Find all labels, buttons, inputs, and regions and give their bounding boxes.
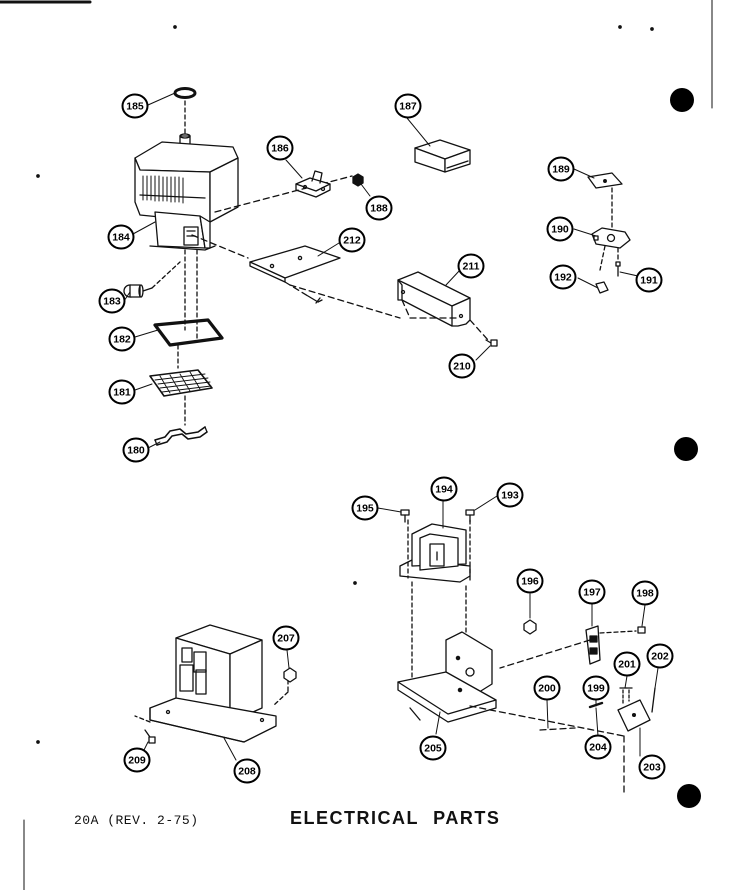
- callout-label: 182: [113, 334, 131, 346]
- callout-208: 208: [233, 758, 261, 784]
- callout-192: 192: [549, 264, 577, 290]
- callout-label: 180: [127, 445, 145, 457]
- callout-196: 196: [516, 568, 544, 594]
- callout-label: 194: [435, 484, 453, 496]
- callout-label: 196: [521, 576, 539, 588]
- callout-190: 190: [546, 216, 574, 242]
- switch-assembly: [587, 172, 631, 294]
- magnetron-assembly: [134, 87, 353, 341]
- callout-182: 182: [108, 326, 136, 352]
- callout-205: 205: [419, 735, 447, 761]
- transformer-assembly: [134, 624, 297, 744]
- callout-label: 191: [640, 275, 658, 287]
- screw-210: [485, 339, 498, 347]
- nut: [352, 173, 364, 187]
- callout-194: 194: [430, 476, 458, 502]
- callout-211: 211: [457, 253, 485, 279]
- callout-label: 187: [399, 101, 417, 113]
- callouts: 180 181 182 183 184 185 186 187 188 189 190 191 192 1…: [98, 93, 674, 784]
- bracket-clip: [154, 426, 208, 446]
- magnetron-side: [209, 157, 239, 223]
- cover-plate: [249, 245, 401, 319]
- mesh-filter: [149, 369, 213, 426]
- callout-label: 193: [501, 490, 519, 502]
- callout-label: 207: [277, 633, 295, 645]
- cover-bracket: [414, 139, 471, 173]
- callout-label: 188: [370, 203, 388, 215]
- scan-artifacts: [0, 0, 713, 890]
- callout-200: 200: [533, 675, 561, 701]
- callout-label: 181: [113, 387, 131, 399]
- callout-207: 207: [272, 625, 300, 651]
- callout-label: 201: [618, 659, 636, 671]
- callout-189: 189: [547, 156, 575, 182]
- callout-212: 212: [338, 227, 366, 253]
- leader-lines: [123, 92, 659, 761]
- thermal-cutout-part: [123, 261, 181, 298]
- switch-bracket: [295, 170, 331, 198]
- callout-label: 195: [356, 503, 374, 515]
- callout-180: 180: [122, 437, 150, 463]
- callout-199: 199: [582, 675, 610, 701]
- callout-198: 198: [631, 580, 659, 606]
- callout-195: 195: [351, 495, 379, 521]
- callout-label: 199: [587, 683, 605, 695]
- callout-label: 205: [424, 743, 442, 755]
- capacitor-assembly: [397, 509, 656, 795]
- gasket-frame: [153, 318, 224, 369]
- callout-label: 184: [112, 232, 130, 244]
- callout-label: 189: [552, 164, 570, 176]
- callout-187: 187: [394, 93, 422, 119]
- callout-label: 183: [103, 296, 121, 308]
- mounting-bracket: [397, 271, 489, 341]
- binder-holes: [670, 88, 701, 808]
- callout-188: 188: [365, 195, 393, 221]
- callout-label: 203: [643, 762, 661, 774]
- callout-label: 212: [343, 235, 361, 247]
- callout-184: 184: [107, 224, 135, 250]
- callout-label: 200: [538, 683, 556, 695]
- callout-209: 209: [123, 747, 151, 773]
- callout-197: 197: [578, 579, 606, 605]
- callout-202: 202: [646, 643, 674, 669]
- callout-label: 198: [636, 588, 654, 600]
- callout-201: 201: [613, 651, 641, 677]
- callout-186: 186: [266, 135, 294, 161]
- callout-203: 203: [638, 754, 666, 780]
- callout-181: 181: [108, 379, 136, 405]
- callout-label: 202: [651, 651, 669, 663]
- callout-label: 186: [271, 143, 289, 155]
- callout-label: 192: [554, 272, 572, 284]
- callout-label: 211: [463, 261, 480, 273]
- callout-label: 190: [551, 224, 569, 236]
- page-title: ELECTRICAL PARTS: [290, 808, 501, 828]
- gasket-ring: [173, 87, 197, 99]
- callout-label: 197: [583, 587, 601, 599]
- callout-label: 185: [126, 101, 144, 113]
- callout-193: 193: [496, 482, 524, 508]
- callout-label: 210: [453, 361, 471, 373]
- callout-label: 208: [238, 766, 256, 778]
- callout-185: 185: [121, 93, 149, 119]
- callout-183: 183: [98, 288, 126, 314]
- callout-label: 204: [589, 742, 607, 754]
- callout-label: 209: [128, 755, 146, 767]
- callout-204: 204: [584, 734, 612, 760]
- callout-191: 191: [635, 267, 663, 293]
- callout-210: 210: [448, 353, 476, 379]
- revision-label: 20A (REV. 2-75): [74, 813, 199, 828]
